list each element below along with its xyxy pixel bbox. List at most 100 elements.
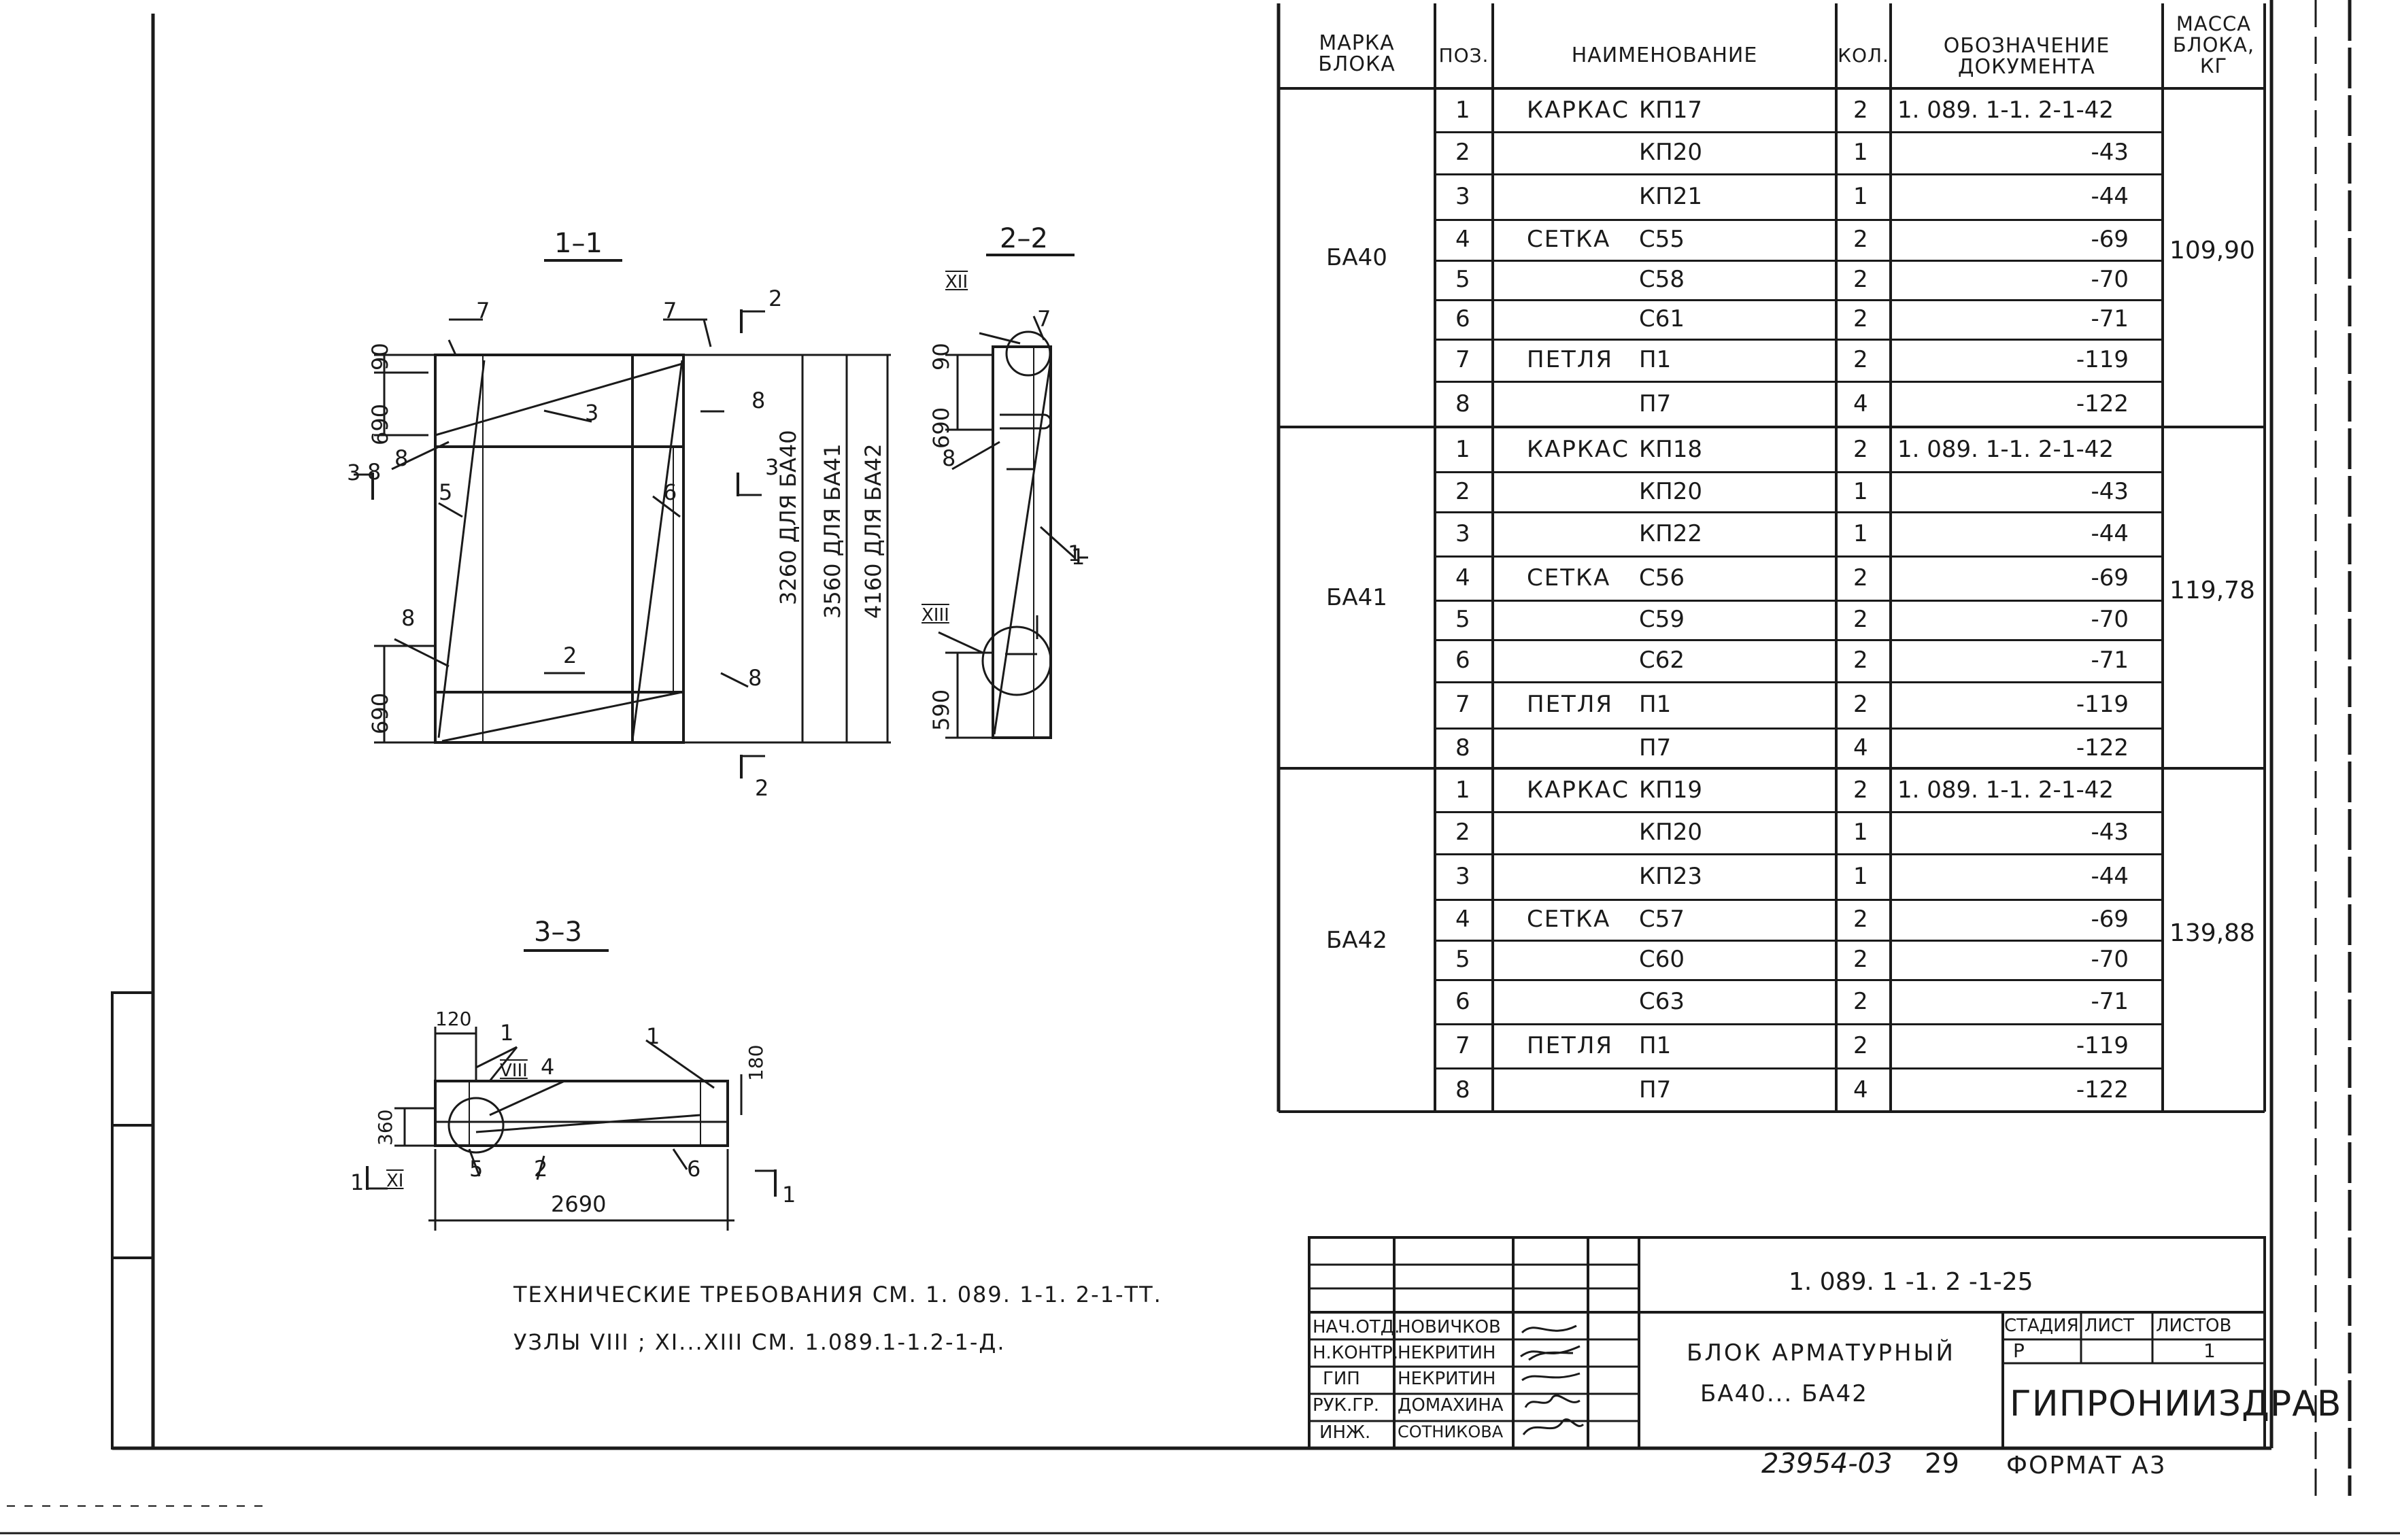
row-divider [1435, 1067, 2163, 1070]
cell-pos: 5 [1455, 946, 1470, 973]
cell-qty: 4 [1853, 390, 1868, 417]
mark-label: 1 [646, 1023, 660, 1049]
cell-pos: 1 [1455, 97, 1470, 124]
cell-qty: 2 [1853, 906, 1868, 933]
cell-qty: 2 [1853, 97, 1868, 124]
cell-item: С56 [1639, 564, 1685, 592]
cell-doc: -70 [2091, 946, 2129, 973]
dim-label-ba42: 4160 ДЛЯ БА42 [860, 443, 886, 619]
section-3-3-drawing [366, 1027, 777, 1231]
header-mass: МАССА БЛОКА, КГ [2172, 12, 2255, 78]
cell-item: КП17 [1639, 97, 1702, 124]
cell-doc: -43 [2091, 139, 2129, 166]
block-mass: 109,90 [2169, 237, 2255, 264]
mark-label: 7 [663, 298, 677, 324]
block-mark: БА42 [1326, 927, 1387, 954]
cell-doc: -44 [2091, 863, 2129, 890]
cell-type: СЕТКА [1527, 564, 1611, 592]
cell-qty: 2 [1853, 346, 1868, 373]
row-divider [1435, 555, 2163, 558]
node-xii: XII [945, 272, 968, 292]
row-divider [1435, 811, 2163, 813]
row-divider [1435, 899, 2163, 901]
cell-doc: -71 [2091, 988, 2129, 1015]
header-name: НАИМЕНОВАНИЕ [1571, 44, 1758, 67]
mark-label: 1 [500, 1020, 514, 1046]
cell-doc: -43 [2091, 819, 2129, 846]
cell-pos: 5 [1455, 606, 1470, 633]
cell-qty: 1 [1853, 863, 1868, 890]
block-mass: 139,88 [2169, 919, 2255, 947]
block-mark: БА40 [1326, 244, 1387, 271]
cell-doc: -69 [2091, 906, 2129, 933]
cell-pos: 6 [1455, 647, 1470, 674]
dim-label: 690 [367, 403, 393, 445]
cell-type: СЕТКА [1527, 226, 1611, 253]
cell-item: КП23 [1639, 863, 1702, 890]
cell-type: КАРКАС [1527, 436, 1630, 463]
cell-pos: 7 [1455, 1032, 1470, 1059]
dim-label-ba40: 3260 ДЛЯ БА40 [775, 430, 801, 605]
header-qty: КОЛ. [1838, 44, 1889, 67]
dim-label: 690 [367, 692, 393, 734]
cell-item: П1 [1639, 346, 1672, 373]
row-divider [1435, 299, 2163, 301]
person-name: НОВИЧКОВ [1398, 1317, 1501, 1337]
cell-pos: 2 [1455, 139, 1470, 166]
mark-label: 1 [1068, 541, 1082, 566]
cell-qty: 4 [1853, 1076, 1868, 1103]
section-2-2-drawing [938, 315, 1088, 739]
cell-pos: 4 [1455, 564, 1470, 592]
person-name: НЕКРИТИН [1398, 1369, 1496, 1389]
cell-type: ПЕТЛЯ [1527, 346, 1614, 373]
row-divider [1435, 853, 2163, 855]
block-mass: 119,78 [2169, 577, 2255, 604]
cell-item: С59 [1639, 606, 1685, 633]
cell-doc: -119 [2076, 1032, 2129, 1059]
mark-label: 8 [751, 388, 766, 413]
section-mark-3-left: 3 [347, 460, 361, 485]
section-1-1-drawing [354, 309, 891, 778]
cell-pos: 7 [1455, 691, 1470, 718]
cell-type: ПЕТЛЯ [1527, 691, 1614, 718]
mark-label: 5 [469, 1156, 484, 1182]
section-mark-3-right: 3 [765, 454, 779, 480]
cell-qty: 2 [1853, 436, 1868, 463]
cell-item: С60 [1639, 946, 1685, 973]
mark-label: 6 [687, 1156, 701, 1182]
row-divider [1435, 471, 2163, 473]
cell-pos: 7 [1455, 346, 1470, 373]
dim-label: 690 [928, 407, 954, 449]
cell-pos: 2 [1455, 478, 1470, 505]
dim-label: 120 [435, 1008, 472, 1030]
cell-qty: 2 [1853, 776, 1868, 804]
cell-pos: 1 [1455, 436, 1470, 463]
cell-pos: 3 [1455, 183, 1470, 210]
section-title-2-2: 2–2 [1000, 223, 1048, 254]
mark-label: 8 [942, 445, 956, 471]
left-margin-box [111, 991, 154, 1450]
cell-qty: 2 [1853, 988, 1868, 1015]
cell-doc: -71 [2091, 647, 2129, 674]
cell-qty: 2 [1853, 564, 1868, 592]
cell-pos: 3 [1455, 520, 1470, 547]
cell-doc: -119 [2076, 691, 2129, 718]
cell-doc: 1. 089. 1-1. 2-1-42 [1897, 436, 2114, 463]
cell-pos: 8 [1455, 1076, 1470, 1103]
node-xi: XI [386, 1171, 404, 1191]
cell-pos: 1 [1455, 776, 1470, 804]
role-label: Н.КОНТР. [1313, 1343, 1399, 1363]
cell-item: С62 [1639, 647, 1685, 674]
cell-qty: 1 [1853, 478, 1868, 505]
section-mark-2-bottom: 2 [755, 775, 769, 801]
cell-pos: 6 [1455, 305, 1470, 332]
cell-item: С55 [1639, 226, 1685, 253]
cell-qty: 2 [1853, 606, 1868, 633]
dim-label-ba41: 3560 ДЛЯ БА41 [819, 443, 845, 619]
cell-doc: 1. 089. 1-1. 2-1-42 [1897, 776, 2114, 804]
sheet-header: ЛИСТ [2084, 1316, 2135, 1336]
section-mark-2-top: 2 [768, 286, 783, 311]
cell-qty: 2 [1853, 226, 1868, 253]
cell-item: КП20 [1639, 819, 1702, 846]
mark-label: 1 [1071, 544, 1085, 570]
